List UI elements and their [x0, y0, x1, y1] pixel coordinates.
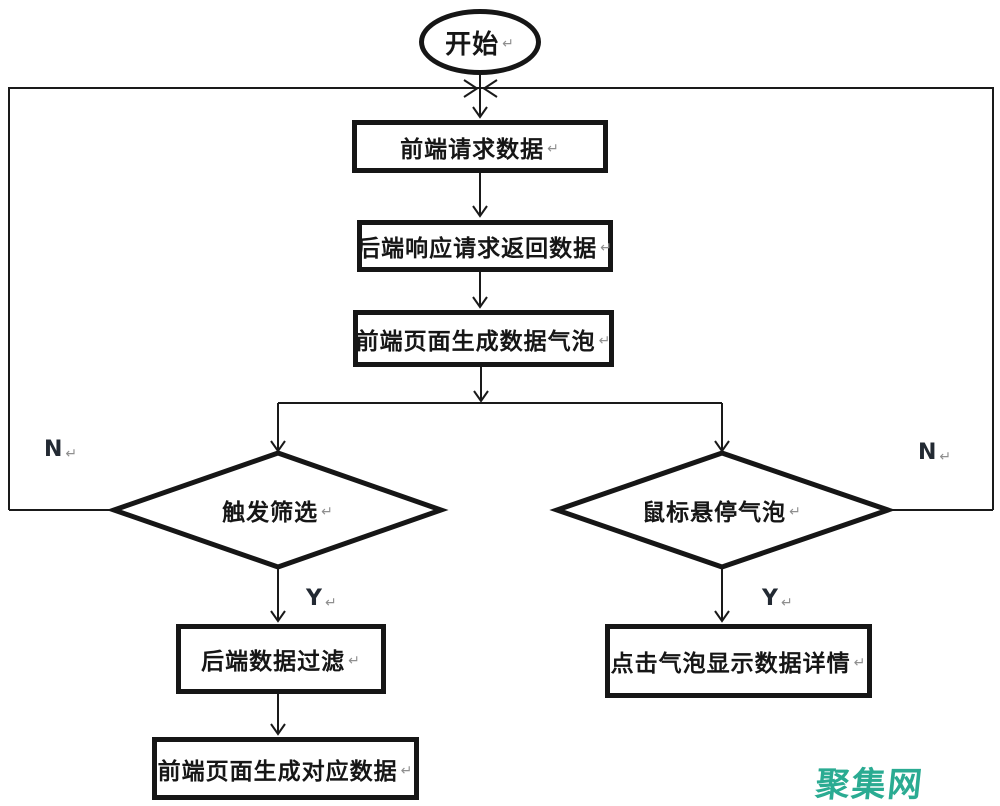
branch-label-right-no-text: N — [918, 440, 937, 465]
node-backend-respond-label: 后端响应请求返回数据 — [357, 236, 598, 262]
node-click-bubble-detail-label: 点击气泡显示数据详情 — [610, 651, 851, 677]
node-start-label: 开始 — [445, 29, 500, 60]
branch-label-right-yes-text: Y — [762, 586, 778, 611]
arrowhead-backendfilter-genmatched — [270, 723, 286, 736]
node-click-bubble-detail: 点击气泡显示数据详情↵ — [605, 624, 872, 698]
branch-label-left-no: N↵ — [44, 437, 77, 462]
loop-border-line — [8, 87, 994, 510]
return-mark: ↵ — [789, 504, 802, 520]
node-backend-filter: 后端数据过滤↵ — [176, 624, 386, 694]
return-mark: ↵ — [324, 595, 337, 611]
watermark-juji-logo: 聚集网 — [813, 765, 926, 805]
arrowhead-bubbles-branch — [473, 390, 489, 403]
return-mark: ↵ — [780, 595, 793, 611]
return-mark: ↵ — [853, 655, 867, 671]
node-frontend-request: 前端请求数据↵ — [352, 120, 608, 173]
branch-label-left-yes-text: Y — [306, 586, 322, 611]
node-generate-matched-data: 前端页面生成对应数据↵ — [152, 737, 419, 800]
arrowhead-request-respond — [472, 205, 488, 218]
node-backend-respond: 后端响应请求返回数据↵ — [357, 220, 613, 272]
return-mark: ↵ — [400, 762, 414, 779]
arrowhead-leftdiamond-backendfilter — [270, 610, 286, 623]
arrowhead-rightdiamond-clickdetail — [714, 610, 730, 623]
branch-label-left-no-text: N — [44, 437, 63, 462]
return-mark: ↵ — [348, 653, 361, 669]
return-mark: ↵ — [321, 504, 334, 520]
node-generate-bubbles-label: 前端页面生成数据气泡 — [355, 328, 596, 355]
return-mark: ↵ — [502, 36, 515, 52]
return-mark: ↵ — [939, 449, 952, 465]
branch-label-left-yes: Y↵ — [306, 586, 337, 611]
arrowhead-respond-bubbles — [472, 296, 488, 309]
decision-hover-bubble: 鼠标悬停气泡↵ — [600, 482, 844, 538]
decision-hover-bubble-shape — [549, 450, 896, 570]
return-mark: ↵ — [547, 140, 560, 157]
branch-label-right-yes: Y↵ — [762, 586, 793, 611]
arrowhead-start-request — [472, 106, 488, 119]
loop-merge-arrowhead-right — [482, 79, 498, 98]
branch-label-right-no: N↵ — [918, 440, 951, 465]
return-mark: ↵ — [65, 446, 78, 462]
node-generate-bubbles: 前端页面生成数据气泡↵ — [353, 310, 614, 367]
node-frontend-request-label: 前端请求数据 — [400, 136, 545, 163]
decision-trigger-filter-label: 触发筛选 — [222, 500, 319, 526]
node-start: 开始↵ — [419, 9, 541, 75]
return-mark: ↵ — [598, 332, 612, 349]
node-backend-filter-label: 后端数据过滤 — [201, 649, 346, 675]
decision-trigger-filter-shape — [106, 450, 449, 570]
decision-hover-bubble-label: 鼠标悬停气泡 — [642, 500, 787, 526]
node-generate-matched-data-label: 前端页面生成对应数据 — [157, 758, 398, 785]
return-mark: ↵ — [600, 240, 613, 256]
decision-trigger-filter: 触发筛选↵ — [160, 482, 396, 538]
loop-merge-arrowhead-left — [463, 79, 479, 98]
